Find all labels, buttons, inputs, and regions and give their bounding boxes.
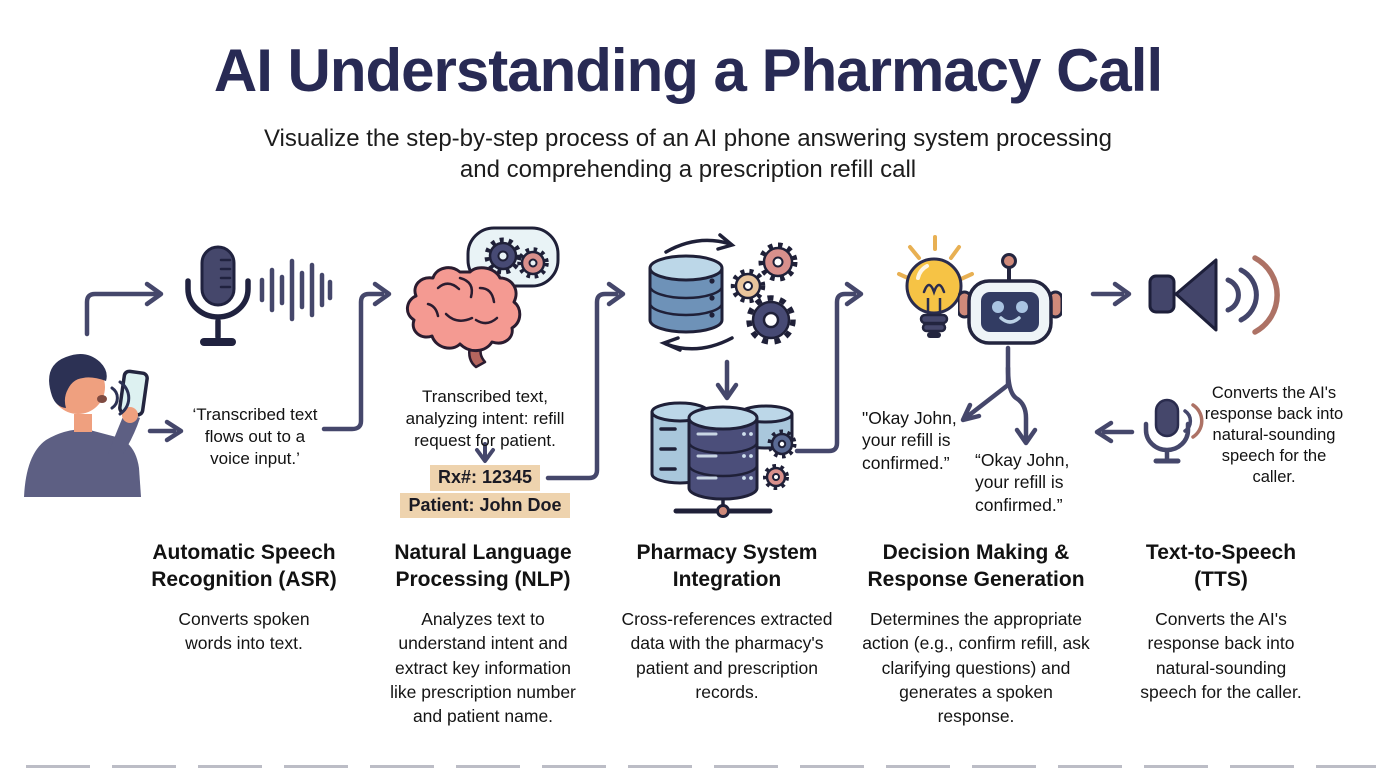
- lightbulb-icon: [893, 234, 978, 352]
- step-title-asr: Automatic Speech Recognition (ASR): [151, 541, 337, 591]
- person-on-phone-icon: [22, 332, 150, 497]
- caller-annotation: ‘Transcribed text flows out to a voice i…: [192, 405, 318, 468]
- nlp-annotation: Transcribed text, analyzing intent: refi…: [405, 387, 565, 450]
- page-subtitle-line2: and comprehending a prescription refill …: [459, 156, 917, 183]
- step-column-nlp: Natural Language Processing (NLP) Analyz…: [378, 540, 588, 728]
- step-description-tts: Converts the AI's response back into nat…: [1140, 609, 1302, 702]
- patient-name-highlight: Patient: John Doe: [400, 492, 570, 518]
- page-subtitle-line1: Visualize the step-by-step process of an…: [263, 125, 1112, 152]
- step-column-tts: Text-to-Speech (TTS) Converts the AI's r…: [1126, 540, 1316, 704]
- robot-icon: [958, 252, 1062, 346]
- step-title-pharmacy-integration: Pharmacy System Integration: [636, 541, 818, 591]
- database-cluster-network-icon: [648, 396, 798, 524]
- speaker-sound-waves-icon: [1148, 246, 1293, 344]
- step-description-asr: Converts spoken words into text.: [178, 609, 310, 654]
- decision-speech-right: “Okay John, your refill is confirmed.”: [975, 450, 1070, 515]
- decision-speech-left: "Okay John, your refill is confirmed.”: [862, 408, 957, 473]
- small-microphone-icon: [1138, 398, 1210, 468]
- step-title-tts: Text-to-Speech (TTS): [1145, 541, 1297, 591]
- rx-number-highlight: Rx#: 12345: [429, 465, 541, 491]
- tts-annotation: Converts the AI's response back into nat…: [1204, 384, 1344, 487]
- arrow-psi-to-dm: [794, 291, 857, 454]
- arrow-caller-to-asr: [84, 291, 159, 337]
- step-title-decision-making: Decision Making & Response Generation: [867, 541, 1085, 591]
- step-column-decision-making: Decision Making & Response Generation De…: [856, 540, 1096, 728]
- arrow-rx-to-psi: [545, 291, 619, 481]
- arrow-note-to-nlp: [321, 291, 385, 432]
- step-title-nlp: Natural Language Processing (NLP): [394, 541, 572, 591]
- microphone-waveform-icon: [178, 245, 336, 355]
- step-description-nlp: Analyzes text to understand intent and e…: [390, 609, 576, 726]
- step-description-pharmacy-integration: Cross-references extracted data with the…: [621, 609, 833, 702]
- page-title: AI Understanding a Pharmacy Call: [213, 37, 1163, 104]
- bottom-edge-dashed-line: [26, 765, 1376, 768]
- brain-gears-icon: [400, 226, 560, 370]
- step-description-decision-making: Determines the appropriate action (e.g.,…: [862, 609, 1090, 726]
- database-sync-gears-icon: [640, 232, 800, 364]
- step-column-asr: Automatic Speech Recognition (ASR) Conve…: [134, 540, 354, 656]
- nlp-extracted-data: Rx#: 12345 Patient: John Doe: [385, 464, 585, 519]
- step-column-pharmacy-integration: Pharmacy System Integration Cross-refere…: [617, 540, 837, 704]
